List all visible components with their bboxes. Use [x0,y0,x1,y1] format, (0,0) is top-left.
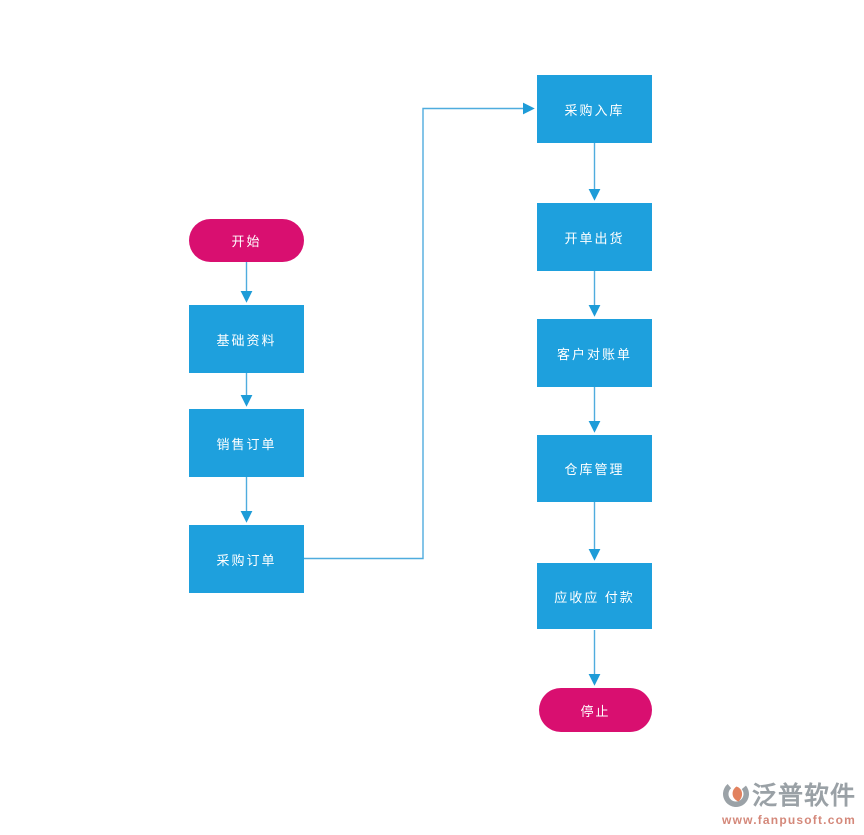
node-start: 开始 [189,219,304,262]
node-warehouse-management: 仓库管理 [537,435,652,502]
fanpu-logo-icon [722,780,750,808]
watermark-brand-text: 泛普软件 [751,782,856,810]
node-stop: 停止 [539,688,652,732]
node-sales-order: 销售订单 [189,409,304,477]
node-customer-statement: 客户对账单 [537,319,652,387]
edge-purchase-order-purchase-inbound [304,102,535,560]
node-purchase-inbound: 采购入库 [537,75,652,143]
watermark-url: www.fanpusoft.com [722,813,856,827]
node-billing-shipment: 开单出货 [537,203,652,271]
watermark: 泛普软件 www.fanpusoft.com [706,776,856,827]
node-receivable-payable: 应收应 付款 [537,563,652,629]
node-basic-data: 基础资料 [189,305,304,373]
node-purchase-order: 采购订单 [189,525,304,593]
